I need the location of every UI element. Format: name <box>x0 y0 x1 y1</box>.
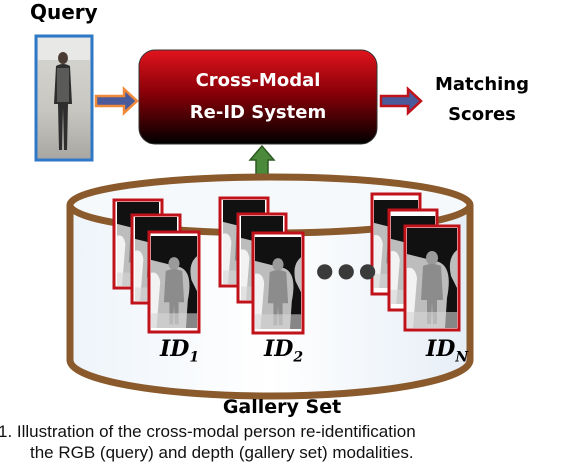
query-image <box>34 34 94 162</box>
depth-thumbnail <box>251 231 305 335</box>
caption-line2: the RGB (query) and depth (gallery set) … <box>30 443 414 462</box>
depth-thumbnail <box>403 224 461 332</box>
diagram: Query Cross-Modal Re-ID System Matching … <box>0 0 530 462</box>
diagram-canvas <box>34 34 474 400</box>
system-label-line2: Re-ID System <box>189 102 327 123</box>
id1-stack <box>112 198 201 334</box>
cross-modal-system-box <box>138 49 378 145</box>
id1-label: ID1 <box>160 336 200 366</box>
ellipsis-dots: ●●● <box>316 258 381 282</box>
query-label: Query <box>30 0 98 24</box>
arrow-query-to-system <box>94 86 139 116</box>
arrow-system-to-scores <box>379 86 423 116</box>
matching-label-line1: Matching <box>434 74 530 95</box>
gallery-label: Gallery Set <box>222 396 342 418</box>
idn-label: IDN <box>426 336 469 366</box>
system-label-line1: Cross-Modal <box>195 70 321 91</box>
matching-label-line2: Scores <box>448 104 516 125</box>
caption-line1: 1. Illustration of the cross-modal perso… <box>0 422 416 441</box>
arrow-gallery-to-system <box>248 144 276 179</box>
idn-stack <box>370 192 461 332</box>
depth-thumbnail <box>147 230 201 334</box>
id2-label: ID2 <box>264 336 304 366</box>
id2-stack <box>218 196 305 335</box>
